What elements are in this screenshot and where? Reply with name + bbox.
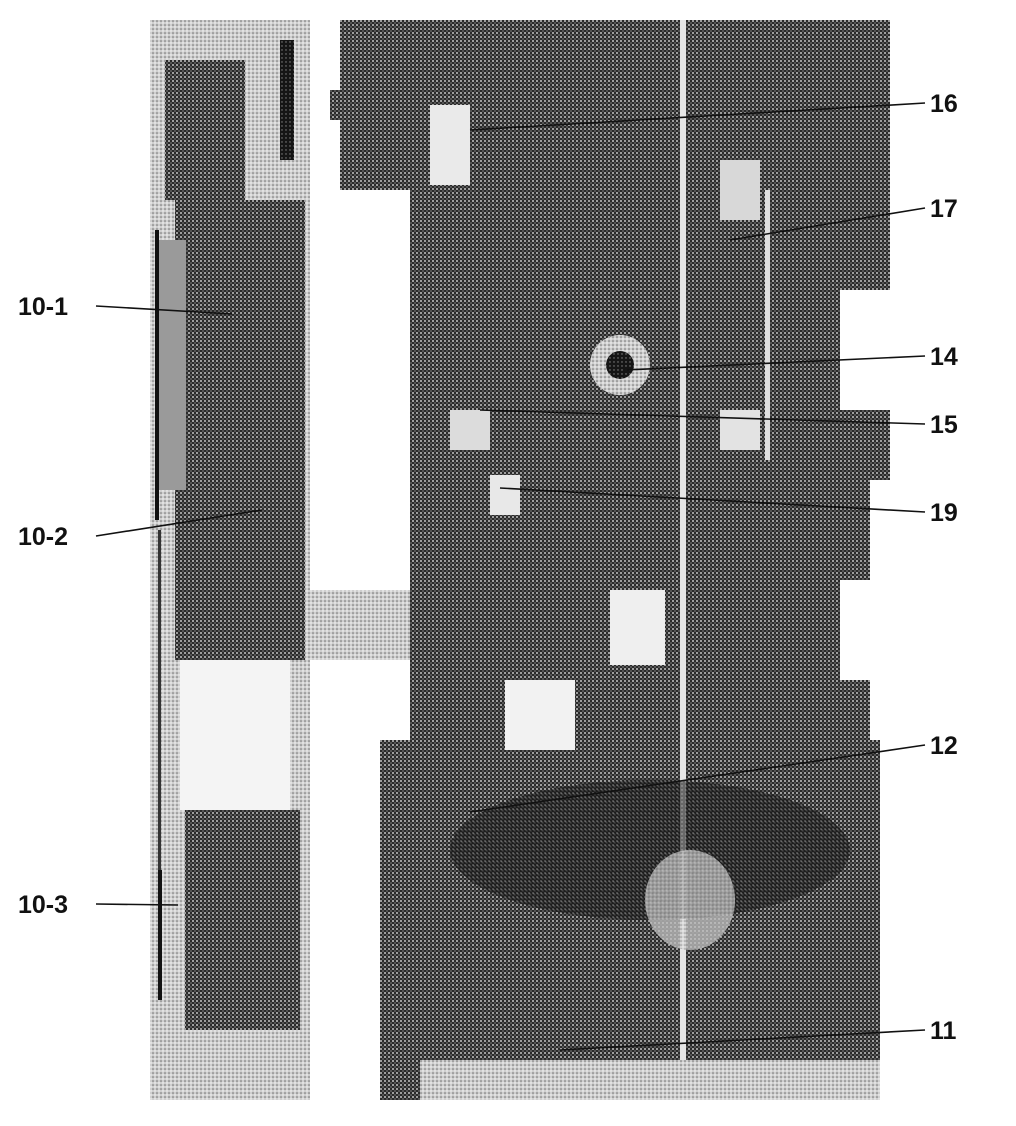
callout-14: 14: [930, 343, 958, 371]
engine-block: [340, 20, 910, 1100]
leader-14: [624, 355, 926, 371]
leader-19: [499, 487, 926, 513]
callout-11: 11: [930, 1017, 957, 1045]
leader-15: [479, 409, 926, 425]
callout-19: 19: [930, 499, 958, 527]
callout-10-2: 10-2: [18, 523, 68, 551]
callout-17: 17: [930, 195, 958, 223]
leader-10-3: [95, 903, 179, 906]
leader-17: [729, 207, 926, 241]
callouts: 16 17 14 15 19 12 11 10-1 10-2 10-3: [18, 90, 958, 1045]
callout-15: 15: [930, 411, 958, 439]
halftone-photo: [150, 20, 910, 1100]
leader-16: [469, 102, 926, 131]
leader-10-2: [95, 509, 263, 537]
leader-11: [559, 1029, 926, 1051]
leader-12: [469, 744, 926, 813]
callout-16: 16: [930, 90, 958, 118]
leader-10-1: [95, 305, 233, 315]
leader-lines: [95, 102, 926, 1051]
left-panel: [150, 20, 310, 1100]
callout-10-1: 10-1: [18, 293, 68, 321]
callout-12: 12: [930, 732, 958, 760]
callout-10-3: 10-3: [18, 891, 68, 919]
